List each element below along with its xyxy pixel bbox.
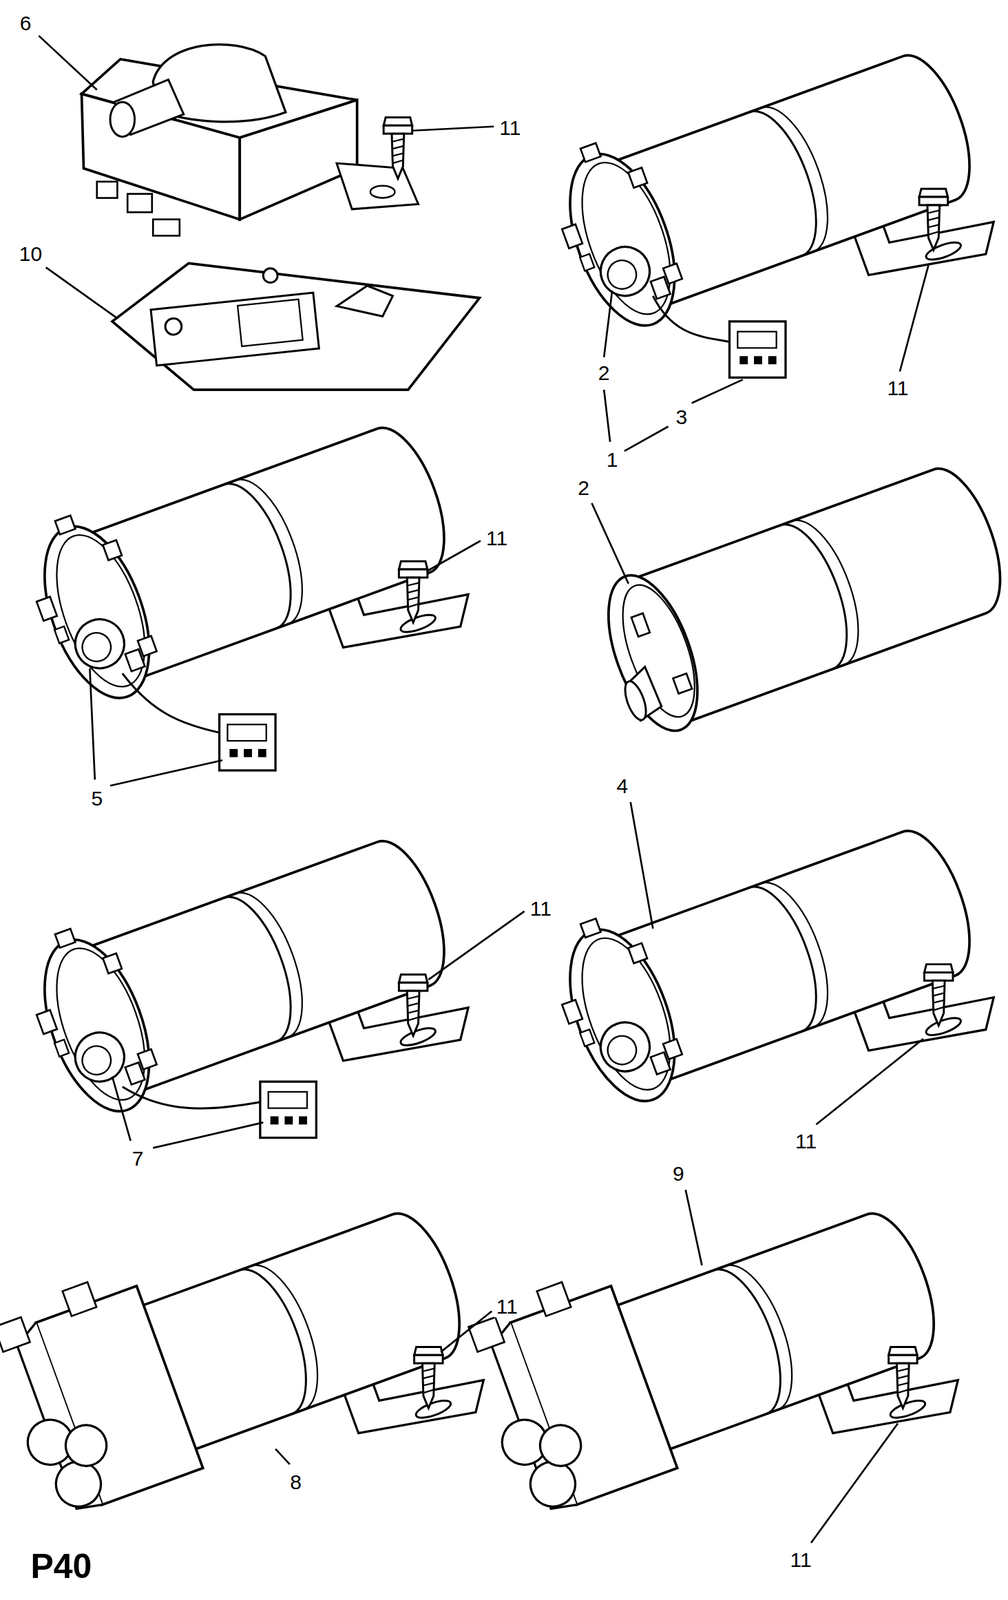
callout-number: 3 [673, 404, 690, 428]
callout-number: 10 [17, 241, 45, 265]
callout-number: 5 [88, 786, 105, 810]
callout-number: 7 [130, 1147, 146, 1170]
callout-number: 11 [793, 1129, 819, 1153]
callout-number: 11 [494, 1295, 520, 1318]
callout-number: 8 [287, 1470, 304, 1494]
callout-number: 11 [484, 526, 510, 550]
callout-number: 2 [575, 476, 592, 500]
callout-number: 1 [604, 447, 621, 471]
leader-lines [38, 35, 929, 1543]
callout-number: 2 [596, 360, 613, 384]
page-code: P40 [28, 1547, 94, 1586]
callout-number: 6 [17, 11, 34, 34]
callout-number: 11 [788, 1547, 814, 1571]
callout-number: 11 [528, 897, 554, 920]
callout-number: 9 [670, 1162, 687, 1185]
callout-number: 11 [497, 116, 523, 140]
callout-number: 4 [614, 774, 631, 798]
callout-number: 11 [884, 376, 911, 400]
